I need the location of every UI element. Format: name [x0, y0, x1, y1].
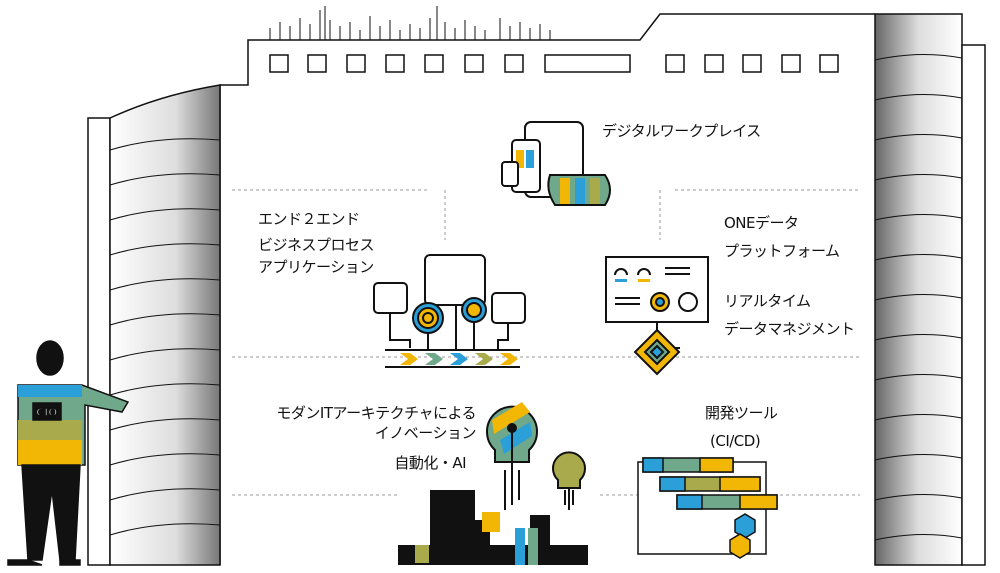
- right-building: [874, 13, 986, 566]
- label-e2e-3: アプリケーション: [258, 258, 374, 276]
- label-realtime-1: リアルタイム: [724, 292, 811, 310]
- label-automation: 自動化・AI: [394, 454, 466, 472]
- label-modern-it-1: モダンITアーキテクチャによる: [276, 404, 476, 422]
- devices-icon: [501, 121, 611, 206]
- cio-person: CIO: [7, 340, 130, 566]
- label-realtime-2: データマネジメント: [724, 320, 855, 338]
- label-one-data-1: ONEデータ: [724, 214, 799, 232]
- roof-antennas: [269, 6, 551, 40]
- label-devtools-2: (CI/CD): [710, 432, 760, 450]
- label-e2e-2: ビジネスプロセス: [258, 236, 374, 254]
- devtools-icon: [637, 457, 778, 559]
- dashed-dividers: [232, 189, 860, 496]
- cio-badge-text: CIO: [36, 406, 58, 419]
- cio-badge: [32, 402, 62, 421]
- label-digital-workplace: デジタルワークプレイス: [602, 122, 761, 140]
- label-e2e-1: エンド２エンド: [258, 210, 360, 228]
- lightbulb-icons: [486, 402, 586, 510]
- central-building: [219, 6, 875, 565]
- label-devtools-1: 開発ツール: [705, 404, 778, 422]
- label-one-data-2: プラットフォーム: [724, 242, 840, 260]
- left-building: [87, 84, 221, 566]
- process-icon: [373, 254, 526, 368]
- dashboard-icon: [605, 256, 709, 376]
- windows: [269, 54, 839, 73]
- city-blocks: [398, 490, 588, 565]
- labels: デジタルワークプレイス エンド２エンド ビジネスプロセス アプリケーション ON…: [258, 122, 855, 472]
- label-modern-it-2: イノベーション: [375, 424, 476, 442]
